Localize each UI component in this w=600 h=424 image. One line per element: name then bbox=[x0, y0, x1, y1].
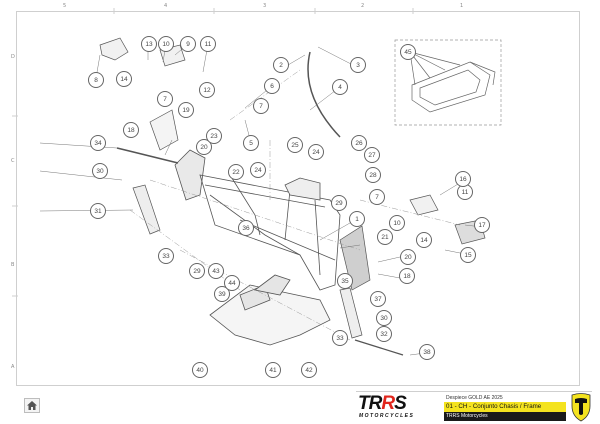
axle-34 bbox=[116, 147, 179, 164]
callout-4[interactable]: 4 bbox=[332, 79, 348, 95]
row-label: A bbox=[11, 364, 15, 370]
callout-24[interactable]: 24 bbox=[308, 144, 324, 160]
callout-9[interactable]: 9 bbox=[180, 36, 196, 52]
callout-33[interactable]: 33 bbox=[158, 248, 174, 264]
callout-13[interactable]: 13 bbox=[141, 36, 157, 52]
callout-10[interactable]: 10 bbox=[389, 215, 405, 231]
row-label: B bbox=[11, 262, 15, 268]
callout-3[interactable]: 3 bbox=[350, 57, 366, 73]
callout-19[interactable]: 19 bbox=[178, 102, 194, 118]
callout-29[interactable]: 29 bbox=[331, 195, 347, 211]
strut-31 bbox=[132, 184, 161, 235]
callout-44[interactable]: 44 bbox=[224, 275, 240, 291]
brand-shield-icon bbox=[571, 393, 591, 422]
logo-part-red: R bbox=[381, 393, 395, 414]
callout-14[interactable]: 14 bbox=[116, 71, 132, 87]
home-icon bbox=[27, 401, 37, 410]
callout-34[interactable]: 34 bbox=[90, 135, 106, 151]
hose-4 bbox=[307, 51, 341, 138]
callout-33[interactable]: 33 bbox=[332, 330, 348, 346]
callout-22[interactable]: 22 bbox=[228, 164, 244, 180]
callout-18[interactable]: 18 bbox=[123, 122, 139, 138]
callout-7[interactable]: 7 bbox=[157, 91, 173, 107]
callout-32[interactable]: 32 bbox=[376, 326, 392, 342]
callout-16[interactable]: 16 bbox=[455, 171, 471, 187]
column-label: 4 bbox=[164, 3, 168, 9]
callout-37[interactable]: 37 bbox=[370, 291, 386, 307]
callout-18[interactable]: 18 bbox=[399, 268, 415, 284]
row-label: D bbox=[11, 54, 15, 60]
callout-45[interactable]: 45 bbox=[400, 44, 416, 60]
drawing-info: Despiece GOLD AE 2025 01 - CH - Conjunto… bbox=[444, 394, 566, 421]
callout-7[interactable]: 7 bbox=[253, 98, 269, 114]
home-button[interactable] bbox=[24, 398, 40, 413]
callout-31[interactable]: 31 bbox=[90, 203, 106, 219]
callout-42[interactable]: 42 bbox=[301, 362, 317, 378]
callout-2[interactable]: 2 bbox=[273, 57, 289, 73]
callout-5[interactable]: 5 bbox=[243, 135, 259, 151]
column-label: 3 bbox=[263, 3, 267, 9]
callout-24[interactable]: 24 bbox=[250, 162, 266, 178]
column-label: 1 bbox=[460, 3, 464, 9]
logo-part: TR bbox=[358, 393, 382, 414]
logo-part: S bbox=[394, 393, 407, 414]
brand-logo-wordmark: TRRS bbox=[358, 393, 407, 415]
title-block: TRRS MOTORCYCLES Despiece GOLD AE 2025 0… bbox=[356, 391, 592, 422]
bracket-16 bbox=[409, 194, 439, 216]
callout-21[interactable]: 21 bbox=[377, 229, 393, 245]
callout-1[interactable]: 1 bbox=[349, 211, 365, 227]
callout-8[interactable]: 8 bbox=[88, 72, 104, 88]
detail-view-box bbox=[394, 39, 502, 126]
column-label: 2 bbox=[361, 3, 365, 9]
callout-41[interactable]: 41 bbox=[265, 362, 281, 378]
callout-20[interactable]: 20 bbox=[400, 249, 416, 265]
company-label: TRRS Motorcycles bbox=[444, 412, 566, 421]
callout-39[interactable]: 39 bbox=[214, 286, 230, 302]
callout-11[interactable]: 11 bbox=[200, 36, 216, 52]
guard-19 bbox=[149, 109, 179, 151]
callout-30[interactable]: 30 bbox=[92, 163, 108, 179]
callout-28[interactable]: 28 bbox=[365, 167, 381, 183]
callout-23[interactable]: 23 bbox=[206, 128, 222, 144]
row-label: C bbox=[11, 158, 15, 164]
bolt-38 bbox=[354, 339, 404, 356]
callout-35[interactable]: 35 bbox=[337, 273, 353, 289]
callout-14[interactable]: 14 bbox=[416, 232, 432, 248]
callout-10[interactable]: 10 bbox=[158, 36, 174, 52]
column-label: 5 bbox=[63, 3, 67, 9]
callout-27[interactable]: 27 bbox=[364, 147, 380, 163]
footpeg-8 bbox=[99, 37, 129, 61]
callout-43[interactable]: 43 bbox=[208, 263, 224, 279]
brand-logo: TRRS MOTORCYCLES bbox=[356, 393, 441, 421]
callout-38[interactable]: 38 bbox=[419, 344, 435, 360]
callout-40[interactable]: 40 bbox=[192, 362, 208, 378]
callout-29[interactable]: 29 bbox=[189, 263, 205, 279]
callout-30[interactable]: 30 bbox=[376, 310, 392, 326]
callout-17[interactable]: 17 bbox=[474, 217, 490, 233]
callout-11[interactable]: 11 bbox=[457, 184, 473, 200]
callout-25[interactable]: 25 bbox=[287, 137, 303, 153]
callout-36[interactable]: 36 bbox=[238, 220, 254, 236]
callout-12[interactable]: 12 bbox=[199, 82, 215, 98]
section-title: 01 - CH - Conjunto Chasis / Frame bbox=[444, 402, 566, 412]
callout-20[interactable]: 20 bbox=[196, 139, 212, 155]
callout-26[interactable]: 26 bbox=[351, 135, 367, 151]
callout-15[interactable]: 15 bbox=[460, 247, 476, 263]
brand-logo-subtitle: MOTORCYCLES bbox=[359, 413, 415, 419]
skid-plate-drawing bbox=[209, 274, 331, 346]
callout-7[interactable]: 7 bbox=[369, 189, 385, 205]
model-label: Despiece GOLD AE 2025 bbox=[446, 395, 503, 401]
callout-6[interactable]: 6 bbox=[264, 78, 280, 94]
